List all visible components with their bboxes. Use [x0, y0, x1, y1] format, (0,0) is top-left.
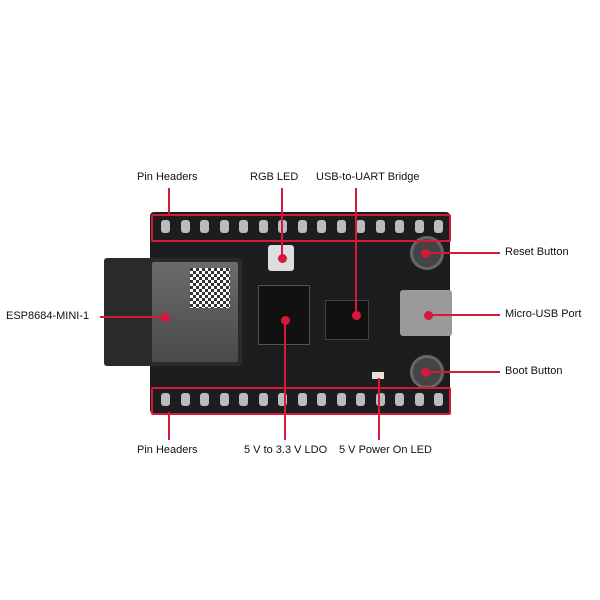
header-pin [278, 393, 287, 406]
power-led [372, 372, 384, 379]
callout-line [284, 320, 286, 440]
callout-line [428, 314, 500, 316]
label-power-led: 5 V Power On LED [339, 444, 432, 456]
callout-line [425, 371, 500, 373]
header-pin [375, 220, 385, 233]
bottom-pin-header [151, 387, 451, 415]
header-pin [219, 393, 229, 406]
header-pin [395, 220, 404, 233]
label-usb-uart-bridge: USB-to-UART Bridge [316, 171, 420, 183]
header-pin [434, 220, 443, 233]
callout-dot [421, 249, 430, 258]
header-pin [317, 393, 326, 406]
callout-dot [281, 316, 290, 325]
callout-line [168, 188, 170, 215]
callout-line [378, 378, 380, 440]
header-pin [258, 393, 268, 406]
header-pin [356, 393, 365, 406]
header-pin [395, 393, 404, 406]
header-pin [434, 393, 443, 406]
callout-dot [421, 368, 430, 377]
header-pin [278, 220, 287, 233]
qr-code [190, 268, 230, 308]
header-pin [200, 220, 209, 233]
header-pin [356, 220, 365, 233]
label-pin-headers-top: Pin Headers [137, 171, 198, 183]
header-pin [375, 393, 385, 406]
callout-line [281, 188, 283, 258]
callout-line [355, 188, 357, 315]
header-pin [239, 393, 248, 406]
label-micro-usb-port: Micro-USB Port [505, 308, 582, 320]
label-pin-headers-bottom: Pin Headers [137, 444, 198, 456]
header-pin [297, 220, 307, 233]
header-pin [161, 393, 170, 406]
header-pin [336, 393, 346, 406]
callout-line [168, 412, 170, 440]
callout-dot [352, 311, 361, 320]
callout-line [425, 252, 500, 254]
callout-line [100, 316, 165, 318]
label-ldo: 5 V to 3.3 V LDO [244, 444, 328, 456]
label-boot-button: Boot Button [505, 365, 563, 377]
header-pin [414, 220, 424, 233]
header-pin [180, 220, 190, 233]
header-pin [297, 393, 307, 406]
label-reset-button: Reset Button [505, 246, 569, 258]
header-pin [414, 393, 424, 406]
header-pin [180, 393, 190, 406]
label-module: ESP8684-MINI-1 [6, 310, 90, 322]
header-pin [336, 220, 346, 233]
header-pin [200, 393, 209, 406]
callout-dot [278, 254, 287, 263]
top-pin-header [151, 214, 451, 242]
callout-dot [424, 311, 433, 320]
header-pin [239, 220, 248, 233]
header-pin [258, 220, 268, 233]
callout-dot [161, 313, 170, 322]
usb-uart-chip [325, 300, 369, 340]
header-pin [317, 220, 326, 233]
header-pin [161, 220, 170, 233]
label-rgb-led: RGB LED [250, 171, 299, 183]
header-pin [219, 220, 229, 233]
